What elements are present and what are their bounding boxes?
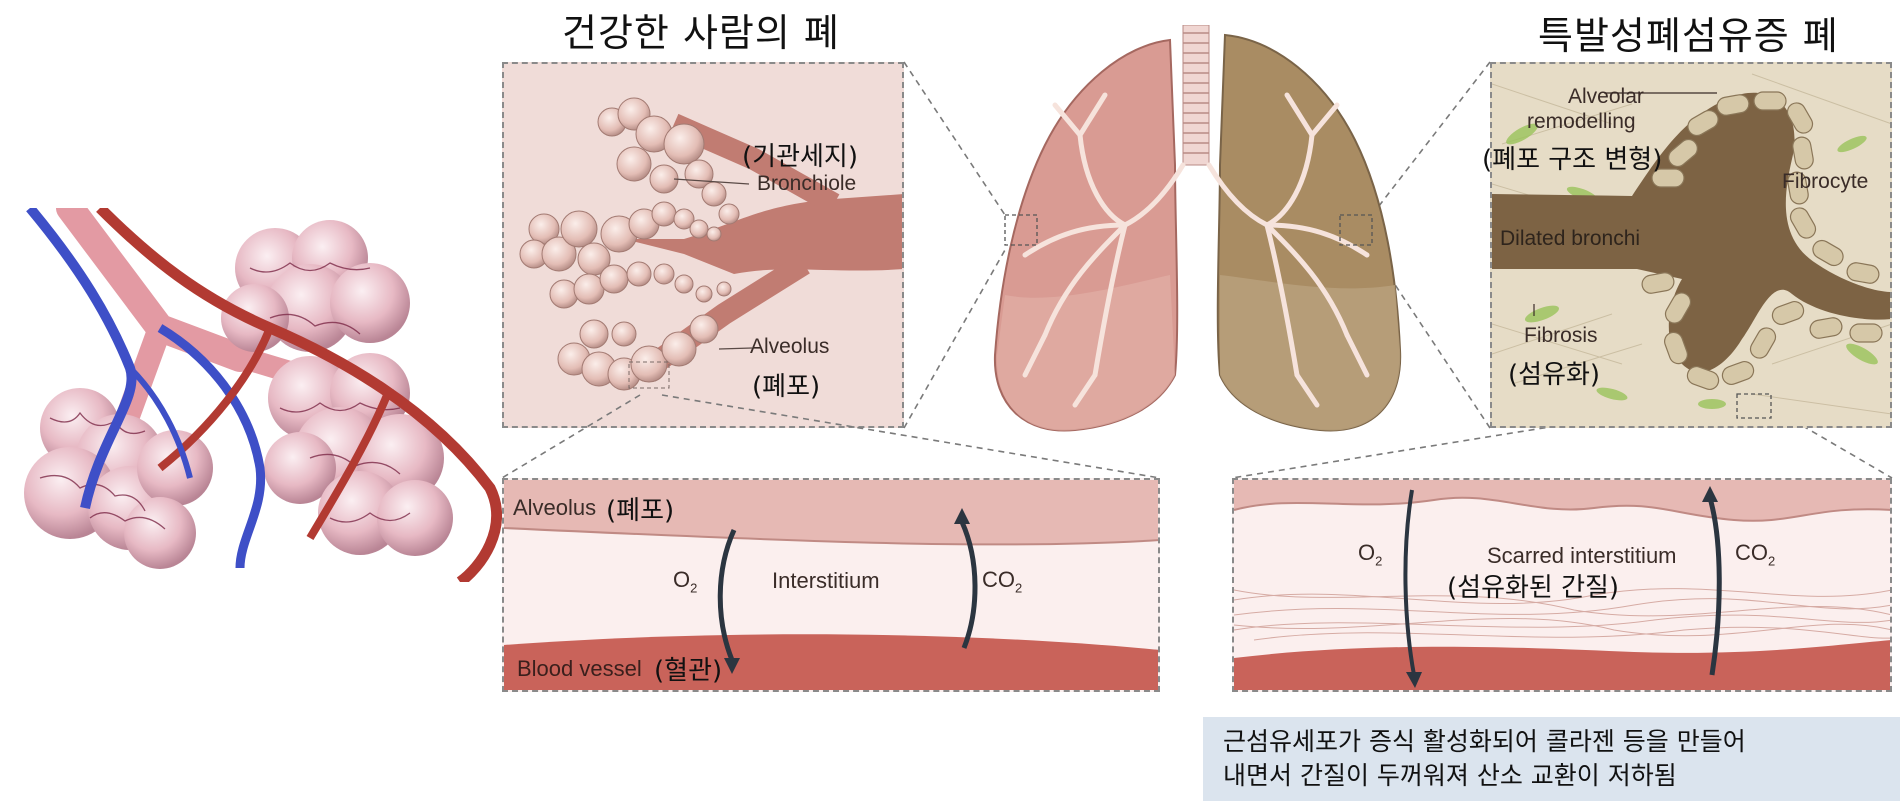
ipf-o2-label: O2 [1358,540,1382,568]
explanation-line-2: 내면서 간질이 두꺼워져 산소 교환이 저하됨 [1223,759,1880,793]
healthy-co2-label: CO2 [982,567,1022,595]
healthy-o2-label: O2 [673,567,697,595]
alveolar-remodelling-label-1: Alveolar [1568,85,1644,109]
interstitium-label: Interstitium [772,568,880,594]
trachea [1183,25,1209,165]
alveolar-remodelling-label-2: remodelling [1527,110,1636,134]
scarred-interstitium-label: Scarred interstitium [1487,543,1677,569]
cross-alveolus-label: Alveolus [513,495,596,521]
scarred-interstitium-ko-label: (섬유화된 간질) [1447,567,1619,604]
fibrocyte-label: Fibrocyte [1782,170,1868,194]
fibrosis-label: Fibrosis [1524,324,1598,348]
alveolar-remodelling-ko-label: (폐포 구조 변형) [1482,139,1662,176]
explanation-note: 근섬유세포가 증식 활성화되어 콜라젠 등을 만들어 내면서 간질이 두꺼워져 … [1203,717,1900,801]
blood-vessel-label: Blood vessel [517,656,642,682]
fibrosis-ko-label: (섬유화) [1508,354,1600,391]
lungs-illustration [985,25,1405,440]
blood-vessel-ko-label: (혈관) [654,650,722,687]
ipf-co2-label: CO2 [1735,540,1775,568]
dilated-bronchi-label: Dilated bronchi [1500,227,1640,251]
cross-alveolus-ko-label: (폐포) [606,490,674,527]
explanation-line-1: 근섬유세포가 증식 활성화되어 콜라젠 등을 만들어 [1223,725,1880,759]
